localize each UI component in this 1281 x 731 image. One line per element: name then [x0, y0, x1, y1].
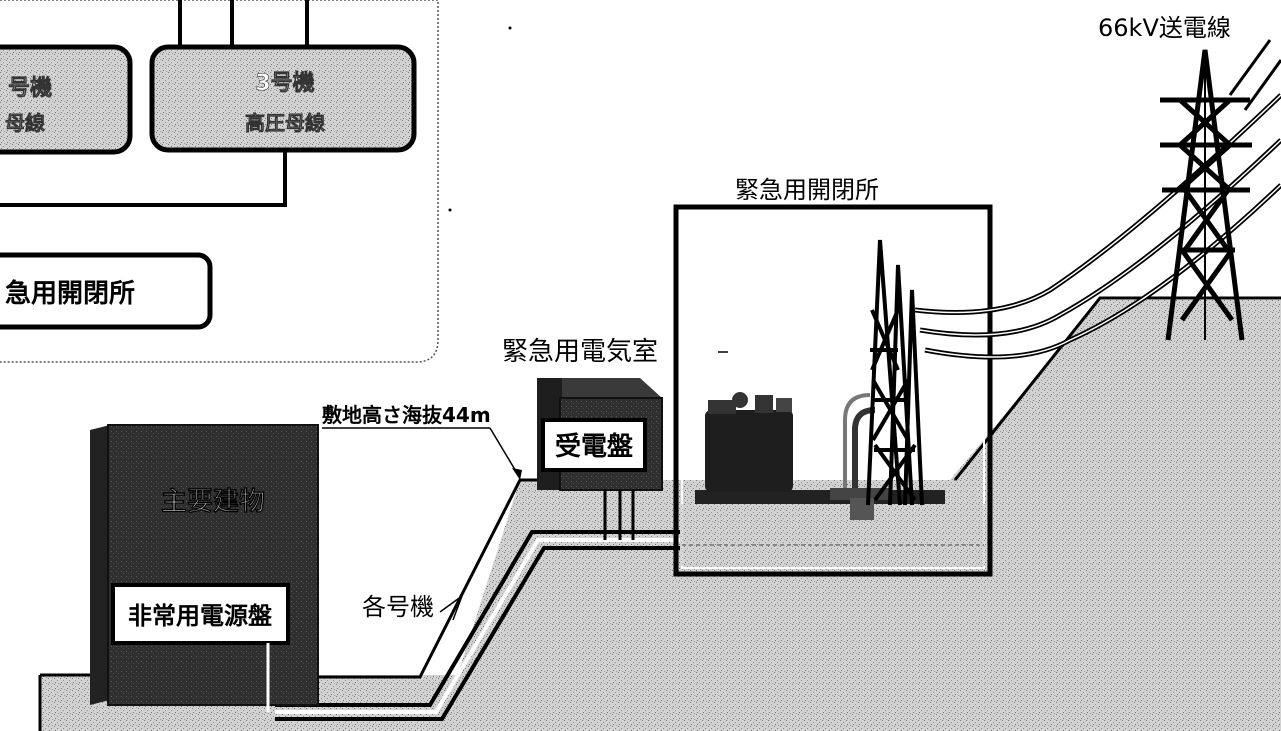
transformer	[705, 392, 793, 492]
transmission-tower	[1160, 49, 1252, 341]
transmission-line-label: 66kV送電線	[1098, 14, 1231, 42]
site-elevation-label: 敷地高さ海抜44m	[322, 403, 491, 427]
receiving-panel	[541, 418, 647, 472]
each-unit-annotation: 各号機	[362, 593, 463, 621]
emergency-power-panel	[111, 583, 290, 645]
inset-panel: 号機 母線 3号機 高圧母線 急用開閉所	[0, 0, 439, 363]
unit-bus-partial-line1: 号機	[8, 76, 52, 101]
switchyard-tower	[866, 239, 924, 506]
unit-bus-box-partial: 号機 母線	[0, 44, 133, 155]
site-elevation-annotation: 敷地高さ海抜44m	[322, 403, 522, 480]
each-unit-label: 各号機	[362, 593, 434, 621]
emergency-electrical-room-label: 緊急用電気室	[502, 337, 658, 367]
switchyard-box-partial: 急用開閉所	[0, 252, 213, 330]
emergency-power-panel-label: 非常用電源盤	[128, 602, 273, 630]
receiving-panel-label: 受電盤	[555, 431, 634, 462]
stray-mark	[448, 208, 452, 212]
unit3-line2: 高圧母線	[245, 111, 325, 135]
switchyard-partial-label: 急用開閉所	[5, 279, 135, 309]
main-building-label: 主要建物	[161, 487, 265, 517]
main-building: 主要建物 非常用電源盤	[90, 424, 319, 712]
unit3-bus-box: 3号機 高圧母線	[149, 44, 417, 153]
unit3-line1: 3号機	[255, 71, 314, 96]
emergency-switchyard: 緊急用開閉所	[673, 176, 993, 577]
emergency-switchyard-label: 緊急用開閉所	[735, 176, 879, 204]
emergency-electrical-room: 緊急用電気室 受電盤	[502, 337, 663, 540]
stray-mark	[508, 26, 512, 30]
unit-bus-partial-line2: 母線	[5, 111, 45, 135]
